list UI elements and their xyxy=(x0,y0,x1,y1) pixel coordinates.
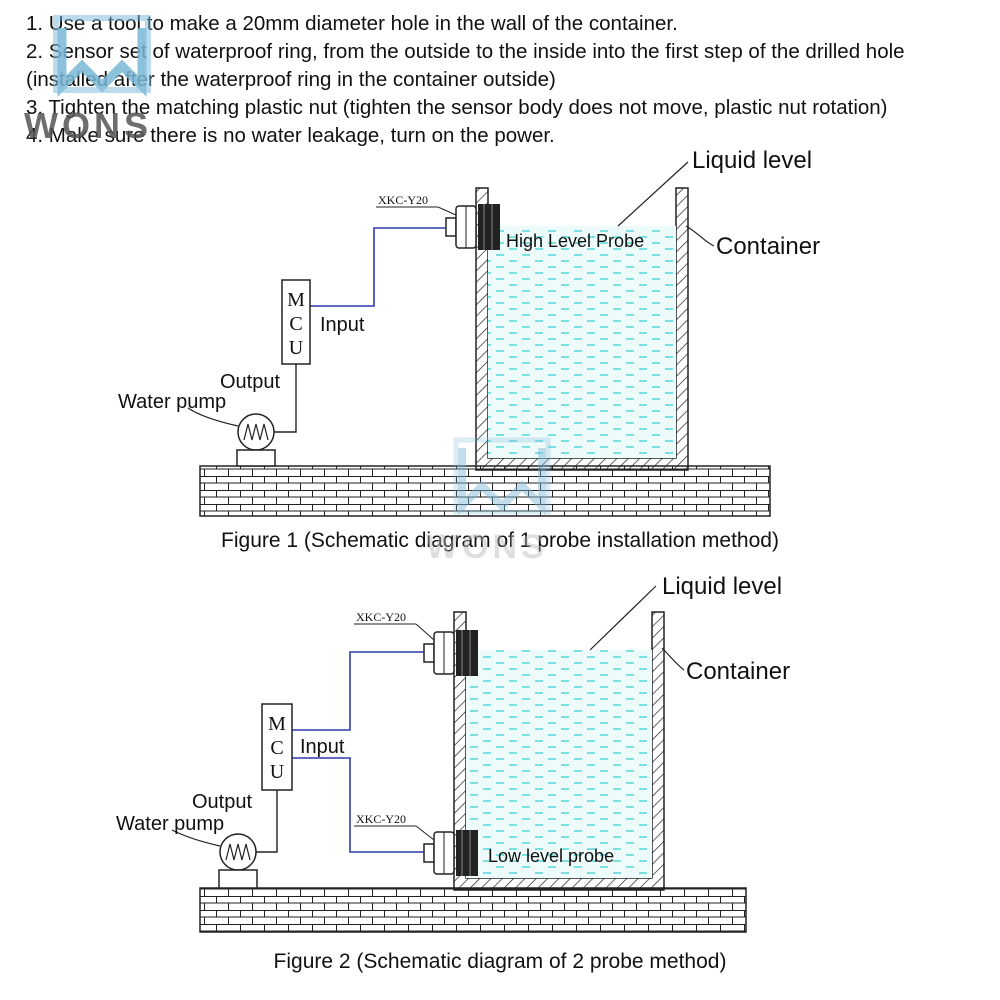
output-wire xyxy=(256,790,278,853)
figure-2-caption: Figure 2 (Schematic diagram of 2 probe m… xyxy=(274,950,727,973)
figure-2: XKC-Y20 XKC-Y20 Liquid level Container L… xyxy=(116,573,790,973)
wons-logo-icon xyxy=(458,448,546,516)
output-label: Output xyxy=(192,791,252,813)
figure-1: XKC-Y20 Liquid level Container High Leve… xyxy=(118,147,820,552)
mcu-letter-u: U xyxy=(270,761,285,783)
signal-wire xyxy=(310,227,446,307)
watermark-text: WONS xyxy=(24,105,152,146)
sensor-model-label: XKC-Y20 xyxy=(378,193,428,207)
mcu-letter-m: M xyxy=(268,713,286,735)
mcu-box xyxy=(281,279,311,365)
watermark-logo-center: WONS xyxy=(426,437,551,566)
mcu-letter-m: M xyxy=(287,289,305,311)
sensor-probe-top xyxy=(423,630,478,676)
instruction-step-1: 1. Use a tool to make a 20mm diameter ho… xyxy=(26,12,678,35)
container-label: Container xyxy=(716,233,820,260)
liquid-level-label: Liquid level xyxy=(662,573,782,600)
water-pump-label: Water pump xyxy=(116,813,224,835)
water-body xyxy=(466,650,652,878)
water-body xyxy=(488,226,676,458)
water-pump xyxy=(219,833,257,871)
sensor-model-label-top: XKC-Y20 xyxy=(356,610,406,624)
pump-coil-icon xyxy=(225,843,251,861)
high-level-probe-label: High Level Probe xyxy=(506,231,644,251)
mcu-letter-u: U xyxy=(289,337,304,359)
input-label: Input xyxy=(300,736,345,758)
ground-brick-base xyxy=(199,887,747,933)
water-pump xyxy=(237,413,275,451)
container-label: Container xyxy=(686,658,790,685)
instruction-step-3: 3. Tighten the matching plastic nut (tig… xyxy=(26,96,888,119)
signal-wire-bottom xyxy=(292,757,424,853)
output-label: Output xyxy=(220,371,280,393)
watermark-logo-top: WONS xyxy=(24,15,152,146)
sensor-model-label-bottom: XKC-Y20 xyxy=(356,812,406,826)
input-label: Input xyxy=(320,314,365,336)
pump-base xyxy=(236,449,276,467)
mcu-box xyxy=(261,703,293,791)
water-pump-label: Water pump xyxy=(118,391,226,413)
wons-logo-icon xyxy=(57,28,147,97)
watermark-text: WONS xyxy=(426,528,548,566)
sensor-probe-bottom xyxy=(423,830,478,876)
instruction-step-2: 2. Sensor set of waterproof ring, from t… xyxy=(26,40,905,91)
low-level-probe-label: Low level probe xyxy=(488,846,614,866)
figure-1-caption: Figure 1 (Schematic diagram of 1 probe i… xyxy=(221,529,779,552)
sensor-probe xyxy=(445,204,500,250)
mcu-letter-c: C xyxy=(270,737,283,759)
output-wire xyxy=(274,364,297,433)
ground-brick-base xyxy=(199,465,771,517)
mcu-letter-c: C xyxy=(289,313,302,335)
installation-instructions: 1. Use a tool to make a 20mm diameter ho… xyxy=(26,10,986,150)
pump-base xyxy=(218,869,258,889)
liquid-level-label: Liquid level xyxy=(692,147,812,174)
pump-coil-icon xyxy=(243,423,269,441)
instruction-step-4: 4. Make sure there is no water leakage, … xyxy=(26,124,555,147)
signal-wire-top xyxy=(292,651,424,731)
